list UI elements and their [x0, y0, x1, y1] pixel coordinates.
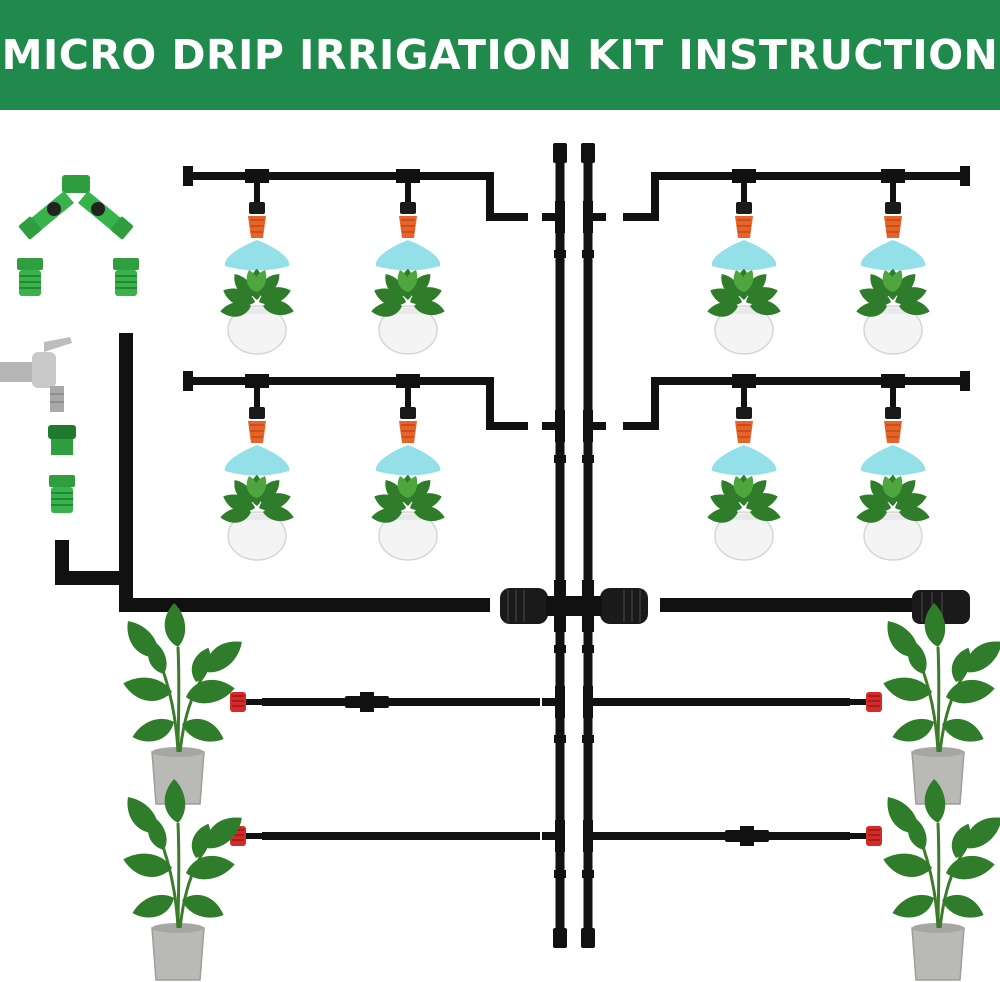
tee-connector-icon [583, 686, 606, 718]
mist-nozzle-icon [375, 168, 441, 272]
potted-plant-icon [855, 268, 931, 354]
potted-plant-icon [119, 778, 248, 980]
quick-connector-icon [48, 474, 76, 514]
mist-row-2 [183, 371, 970, 560]
adjustable-dripper-icon [849, 691, 883, 713]
adjustable-dripper-icon [229, 691, 263, 713]
branch-row1-left [190, 172, 528, 221]
mist-row-1 [183, 166, 970, 354]
mist-nozzle-icon [375, 373, 441, 477]
tee-connector-icon [583, 820, 606, 852]
mist-nozzle-icon [711, 168, 777, 272]
faucet-icon [0, 337, 72, 412]
coupler-icon [500, 580, 648, 632]
tee-connector-icon [542, 820, 565, 852]
irrigation-diagram [0, 143, 1000, 982]
tee-connector-icon [542, 410, 565, 442]
end-plug-icon [553, 928, 567, 948]
faucet-adapter-icon [48, 425, 76, 455]
potted-plant-icon [879, 602, 1000, 804]
title-banner: MICRO DRIP IRRIGATION KIT INSTRUCTION [0, 0, 1000, 110]
coupler-icon [345, 692, 389, 712]
quick-connector-icon [16, 257, 44, 297]
branch-row2-right [623, 377, 965, 430]
mist-nozzle-icon [224, 168, 290, 272]
branch-row2-left [190, 377, 528, 430]
potted-plant-icon [706, 268, 782, 354]
coupler-icon [725, 826, 769, 846]
mist-nozzle-icon [860, 373, 926, 477]
branch-row1-right [623, 172, 965, 221]
potted-plant-icon [219, 268, 295, 354]
potted-plant-icon [370, 474, 446, 560]
end-plug-icon [581, 143, 595, 163]
tee-connector-icon [583, 201, 606, 233]
trunk-fittings [542, 143, 606, 948]
adjustable-dripper-icon [849, 825, 883, 847]
page-title: MICRO DRIP IRRIGATION KIT INSTRUCTION [1, 31, 999, 79]
tee-connector-icon [542, 686, 565, 718]
tee-connector-icon [542, 201, 565, 233]
mist-nozzle-icon [711, 373, 777, 477]
potted-plant-icon [706, 474, 782, 560]
end-plug-icon [581, 928, 595, 948]
mist-nozzle-icon [860, 168, 926, 272]
potted-plant-icon [119, 602, 248, 804]
potted-plant-icon [855, 474, 931, 560]
dripper-row-3 [229, 691, 883, 713]
quick-connector-icon [112, 257, 140, 297]
potted-plant-icon [879, 778, 1000, 980]
potted-plant-icon [370, 268, 446, 354]
end-plug-icon [553, 143, 567, 163]
y-splitter-icon [18, 175, 134, 240]
tubing-network [55, 150, 965, 940]
tee-connector-icon [583, 410, 606, 442]
mist-nozzle-icon [224, 373, 290, 477]
potted-plant-icon [219, 474, 295, 560]
dripper-row-4 [229, 825, 883, 847]
